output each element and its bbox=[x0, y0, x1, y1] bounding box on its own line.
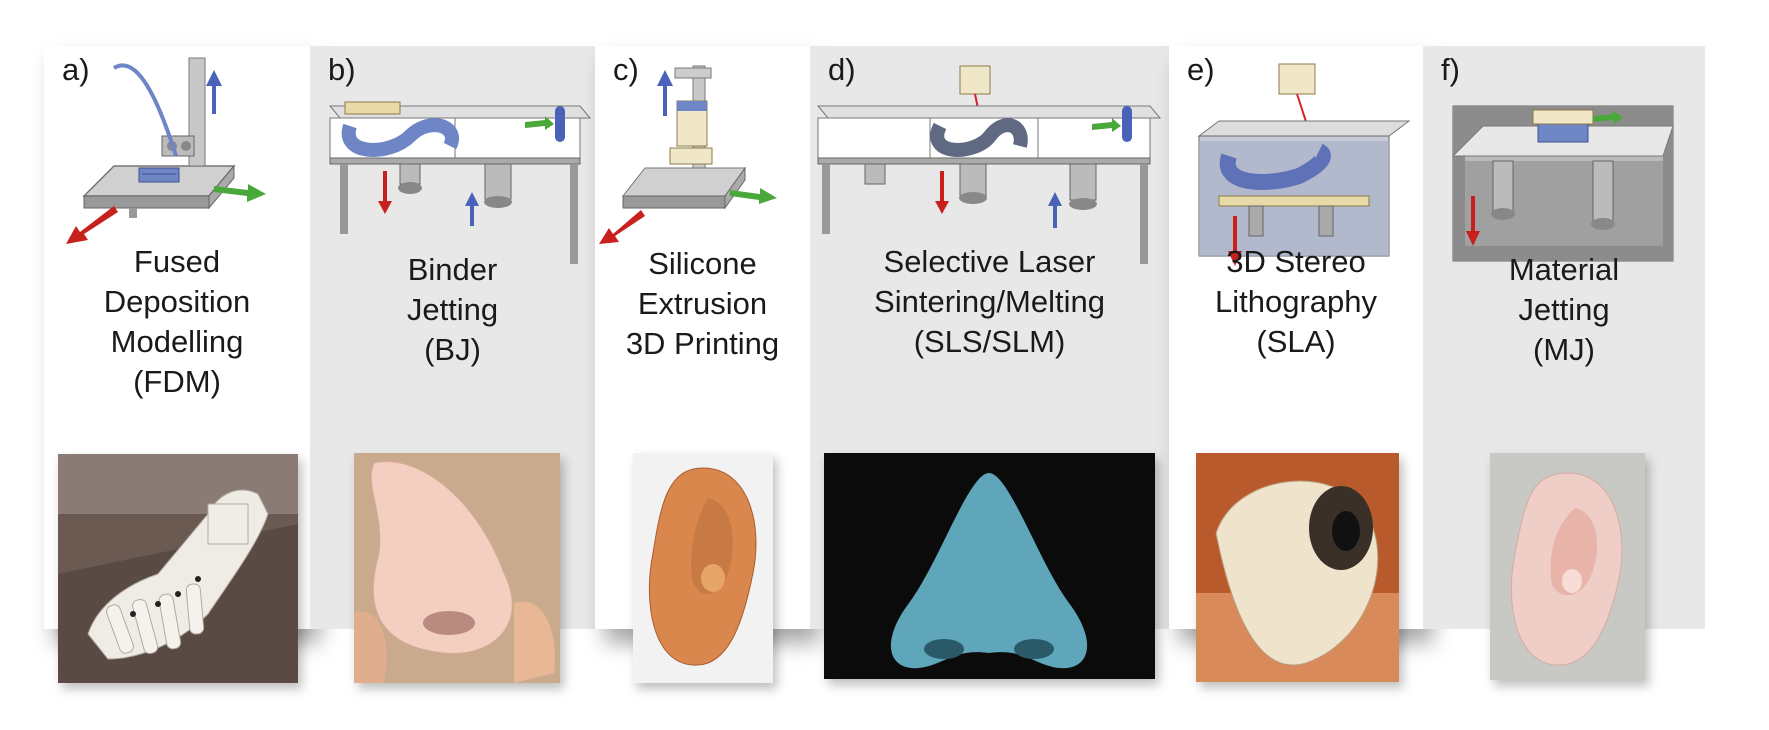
red-arrow-icon bbox=[599, 210, 645, 244]
panel-label: c) bbox=[613, 52, 639, 87]
red-arrow-icon bbox=[1466, 196, 1480, 246]
panel-label: d) bbox=[828, 52, 856, 87]
panel-label: b) bbox=[328, 52, 356, 87]
laser-sintering-illustration bbox=[816, 65, 1162, 264]
green-arrow-icon bbox=[1593, 110, 1623, 124]
panel-b: b) Binder Jetting (BJ) bbox=[310, 46, 595, 683]
stereolithography-illustration bbox=[1197, 63, 1411, 266]
binder-jetting-illustration bbox=[328, 101, 592, 264]
blue-arrow-icon bbox=[1048, 192, 1062, 228]
panel-title: 3D Stereo Lithography (SLA) bbox=[1214, 244, 1377, 359]
blue-arrow-icon bbox=[657, 70, 673, 116]
green-arrow-icon bbox=[1092, 118, 1121, 132]
prosthetic-hand-photo bbox=[58, 454, 298, 683]
panel-label: e) bbox=[1187, 52, 1215, 87]
green-arrow-icon bbox=[730, 188, 777, 204]
panel-title: Silicone Extrusion 3D Printing bbox=[625, 246, 780, 361]
fdm-printer-illustration bbox=[66, 57, 266, 244]
panel-a: a) Fused Deposition Modelling (FDM) bbox=[44, 46, 310, 683]
panel-d: d) Selective Laser Sintering/Melting (SL… bbox=[810, 46, 1169, 679]
panel-e: e) 3D Stereo Lithography (SLA) bbox=[1169, 46, 1423, 682]
nose-prosthesis-photo bbox=[354, 453, 560, 683]
sintered-nose-photo bbox=[824, 453, 1155, 679]
panel-c: c) Silicone Extrusion 3D Printing bbox=[595, 46, 810, 683]
blue-arrow-icon bbox=[206, 70, 222, 114]
material-jetting-illustration bbox=[1451, 105, 1674, 262]
blue-arrow-icon bbox=[465, 192, 479, 226]
red-arrow-icon bbox=[935, 171, 949, 214]
panel-f: f) Material Jetting (MJ) bbox=[1423, 46, 1705, 680]
panel-title: Fused Deposition Modelling (FDM) bbox=[103, 244, 251, 399]
prosthetic-eye-photo bbox=[1196, 453, 1399, 682]
green-arrow-icon bbox=[214, 184, 266, 202]
red-arrow-icon bbox=[66, 206, 118, 244]
panel-title: Material Jetting (MJ) bbox=[1508, 252, 1620, 367]
red-arrow-icon bbox=[378, 171, 392, 214]
panel-title: Selective Laser Sintering/Melting (SLS/S… bbox=[874, 244, 1105, 359]
green-arrow-icon bbox=[525, 116, 554, 130]
panel-title: Binder Jetting (BJ) bbox=[406, 252, 499, 367]
silicone-extruder-illustration bbox=[599, 65, 777, 244]
translucent-ear-photo bbox=[1490, 453, 1645, 680]
red-arrow-icon bbox=[1228, 216, 1242, 266]
panel-label: a) bbox=[62, 52, 90, 87]
silicone-ear-photo bbox=[633, 453, 773, 683]
panel-label: f) bbox=[1441, 52, 1460, 87]
